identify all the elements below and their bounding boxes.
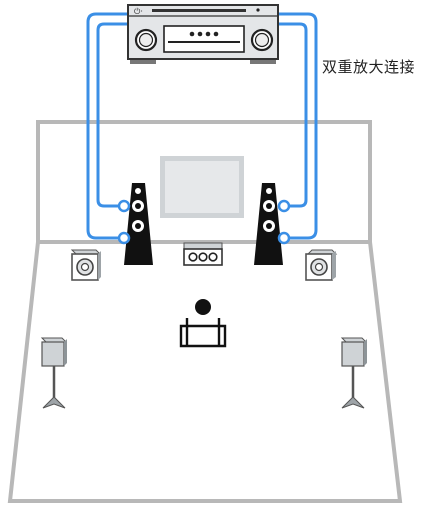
dual-amp-wires (86, 12, 318, 240)
front-right-speaker (254, 183, 291, 265)
listener (179, 299, 227, 348)
television (160, 156, 244, 218)
receiver-knob-left (134, 28, 158, 52)
front-left-speaker (117, 183, 153, 265)
connection-caption: 双重放大连接 (322, 58, 416, 76)
subwoofer-left (70, 249, 102, 281)
receiver-knob-right (250, 28, 274, 52)
surround-right-speaker (340, 337, 368, 409)
av-receiver: ⏻· (127, 4, 279, 64)
svg-text:⏻·: ⏻· (134, 7, 143, 16)
subwoofer-right (305, 249, 338, 281)
center-speaker (183, 242, 223, 266)
surround-left-speaker (40, 337, 68, 409)
room-outline (7, 120, 403, 503)
